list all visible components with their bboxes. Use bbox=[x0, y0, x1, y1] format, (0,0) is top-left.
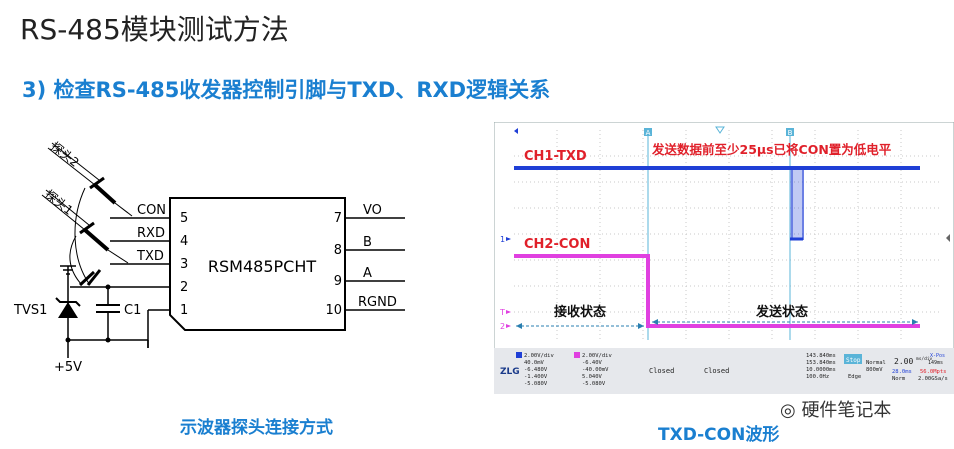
svg-text:Normal: Normal bbox=[866, 360, 886, 366]
svg-text:-6.40V: -6.40V bbox=[582, 360, 603, 366]
pin-num-5: 5 bbox=[180, 211, 188, 226]
probe-2-label: 探头2 bbox=[48, 139, 82, 170]
supply-label: +5V bbox=[54, 360, 82, 375]
left-pin-2: 2 bbox=[70, 280, 188, 295]
svg-text:2.00V/div: 2.00V/div bbox=[524, 353, 554, 359]
ch2-label: CH2-CON bbox=[524, 237, 590, 252]
pin-num-8: 8 bbox=[334, 243, 342, 258]
ch2-marker: 2 bbox=[500, 322, 505, 331]
svg-text:ms/div: ms/div bbox=[916, 356, 933, 362]
svg-text:ZLG: ZLG bbox=[500, 367, 520, 377]
trigger-position-marker bbox=[715, 126, 725, 134]
probe-1-label: 探头1 bbox=[42, 187, 76, 218]
svg-text:143.840ms: 143.840ms bbox=[806, 353, 836, 359]
wechat-icon: ◎ bbox=[780, 400, 802, 421]
svg-text:28.0ms: 28.0ms bbox=[892, 369, 912, 375]
tvs-label: TVS1 bbox=[13, 303, 47, 318]
svg-text:Closed: Closed bbox=[649, 367, 674, 375]
watermark: ◎ 硬件笔记本 bbox=[780, 400, 892, 421]
svg-text:2.00: 2.00 bbox=[894, 357, 913, 366]
ch1-label: CH1-TXD bbox=[524, 149, 587, 164]
right-pin-a: 9 A bbox=[334, 266, 405, 289]
right-pin-b: 8 B bbox=[334, 235, 405, 258]
svg-text:2.00V/div: 2.00V/div bbox=[582, 353, 612, 359]
svg-text:A: A bbox=[646, 129, 651, 137]
scope-status-bar: ZLG 2.00V/div 40.0mV -6.480V -1.400V -5.… bbox=[494, 348, 954, 394]
pin-label-rxd: RXD bbox=[137, 226, 165, 241]
svg-text:2.00GSa/s: 2.00GSa/s bbox=[918, 376, 948, 382]
pin-num-3: 3 bbox=[180, 257, 188, 272]
ground-symbol bbox=[60, 265, 76, 287]
recv-state-label: 接收状态 bbox=[554, 304, 606, 320]
left-pin-con: CON 5 bbox=[110, 203, 188, 226]
svg-text:5.040V: 5.040V bbox=[582, 374, 603, 380]
svg-text:B: B bbox=[788, 129, 793, 137]
chip-body bbox=[169, 197, 346, 331]
right-pin-rgnd: 10 RGND bbox=[325, 295, 405, 318]
cap-label: C1 bbox=[124, 303, 141, 318]
pin-num-7: 7 bbox=[334, 211, 342, 226]
page-subtitle: 3) 检查RS-485收发器控制引脚与TXD、RXD逻辑关系 bbox=[22, 78, 551, 102]
cursor-a-marker bbox=[644, 128, 652, 136]
scope-grid bbox=[514, 130, 942, 340]
cursor-b-marker bbox=[786, 128, 794, 136]
svg-text:149ms: 149ms bbox=[928, 360, 943, 366]
left-pin-txd: TXD 3 bbox=[110, 249, 188, 272]
svg-text:Norm: Norm bbox=[892, 376, 906, 382]
svg-text:100.0Hz: 100.0Hz bbox=[806, 374, 829, 380]
pin-num-1: 1 bbox=[180, 303, 188, 318]
send-state-label: 发送状态 bbox=[755, 304, 808, 320]
timing-annotation: 发送数据前至少25μs已将CON置为低电平 bbox=[651, 142, 892, 157]
pin-label-rgnd: RGND bbox=[358, 295, 397, 310]
right-pin-vo: 7 VO bbox=[334, 203, 405, 226]
trigger-marker: T bbox=[499, 308, 505, 317]
tvs-diode: TVS1 bbox=[13, 287, 81, 340]
ch1-pulse-fill bbox=[790, 168, 804, 240]
pin-num-9: 9 bbox=[334, 274, 342, 289]
svg-text:Closed: Closed bbox=[704, 367, 729, 375]
ch1-marker: 1 bbox=[500, 235, 505, 244]
schematic-diagram: RSM485PCHT CON 5 RXD 4 TXD 3 2 1 7 VO 8 … bbox=[13, 139, 405, 375]
pin-num-2: 2 bbox=[180, 280, 188, 295]
pin-label-b: B bbox=[363, 235, 372, 250]
schematic-caption: 示波器探头连接方式 bbox=[180, 418, 333, 438]
svg-text:-5.080V: -5.080V bbox=[582, 381, 606, 387]
pin-label-vo: VO bbox=[363, 203, 382, 218]
pin-label-a: A bbox=[363, 266, 372, 281]
pin-label-txd: TXD bbox=[136, 249, 164, 264]
scope-caption: TXD-CON波形 bbox=[658, 425, 780, 445]
state-arrows bbox=[516, 319, 918, 329]
page-title: RS-485模块测试方法 bbox=[20, 13, 289, 46]
ch2-trace bbox=[514, 254, 920, 328]
svg-text:153.840ms: 153.840ms bbox=[806, 360, 836, 366]
svg-text:10.0000ms: 10.0000ms bbox=[806, 367, 836, 373]
oscilloscope-screenshot: A B CH1-TXD CH2-CON 发送数据前至少25μs已将CON置为低电… bbox=[494, 122, 954, 394]
pin-num-4: 4 bbox=[180, 234, 188, 249]
svg-text:800mV: 800mV bbox=[866, 367, 883, 373]
svg-text:-5.080V: -5.080V bbox=[524, 381, 548, 387]
pin-num-10: 10 bbox=[325, 303, 342, 318]
svg-text:-40.00mV: -40.00mV bbox=[582, 367, 609, 373]
supply-rail: +5V bbox=[54, 337, 149, 375]
capacitor-c1: C1 bbox=[96, 284, 141, 340]
svg-text:-6.480V: -6.480V bbox=[524, 367, 548, 373]
svg-text:40.0mV: 40.0mV bbox=[524, 360, 545, 366]
chip-name: RSM485PCHT bbox=[208, 257, 316, 276]
svg-text:-1.400V: -1.400V bbox=[524, 374, 548, 380]
pin-label-con: CON bbox=[137, 203, 166, 218]
svg-text:56.0Mpts: 56.0Mpts bbox=[920, 369, 947, 375]
svg-text:Stop: Stop bbox=[846, 357, 861, 364]
svg-text:Edge: Edge bbox=[848, 374, 861, 380]
svg-text:X-Pos: X-Pos bbox=[930, 353, 945, 359]
left-pin-rxd: RXD 4 bbox=[110, 226, 188, 249]
